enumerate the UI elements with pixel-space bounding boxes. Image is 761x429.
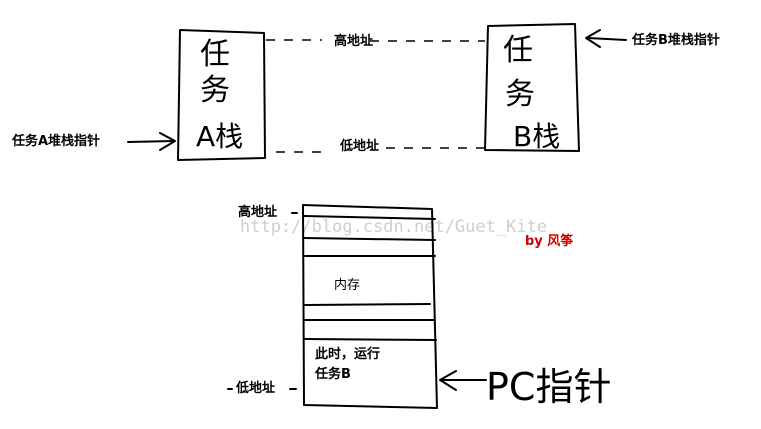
stack-b-label-line3: B栈 bbox=[513, 120, 560, 153]
stack-b-box: 任 务 B栈 bbox=[484, 23, 580, 153]
stack-a-label-line1: 任 bbox=[200, 37, 230, 72]
stack-a-pointer-label: 任务A堆栈指针 bbox=[11, 133, 100, 149]
pc-pointer-label: PC指针 bbox=[486, 365, 611, 409]
author-credit: by 风筝 bbox=[525, 233, 573, 249]
memory-content-label: 内存 bbox=[334, 277, 360, 293]
stack-a-label-line2: 务 bbox=[200, 73, 230, 108]
pc-pointer-arrow bbox=[439, 370, 487, 391]
stack-b-label-line2: 务 bbox=[505, 77, 535, 112]
stack-a-box: 任 务 A栈 bbox=[177, 29, 266, 161]
stack-a-label-line3: A栈 bbox=[196, 120, 243, 153]
stack-b-pointer-arrow bbox=[585, 29, 627, 48]
stack-b-pointer-label: 任务B堆栈指针 bbox=[631, 32, 720, 48]
memory-high-label: 高地址 bbox=[238, 204, 277, 220]
memory-low-label: 低地址 bbox=[235, 380, 275, 396]
stack-b-label-line1: 任 bbox=[503, 33, 533, 68]
connector-low-label: 低地址 bbox=[339, 138, 379, 154]
stack-a-pointer-arrow bbox=[127, 132, 176, 151]
connector-high-label: 高地址 bbox=[334, 33, 373, 49]
memory-running-line1: 此时，运行 bbox=[315, 346, 380, 362]
memory-block: 内存 此时，运行 任务B bbox=[302, 204, 438, 409]
watermark-text: http://blog.csdn.net/Guet_Kite bbox=[240, 217, 547, 237]
memory-running-line2: 任务B bbox=[314, 366, 351, 382]
